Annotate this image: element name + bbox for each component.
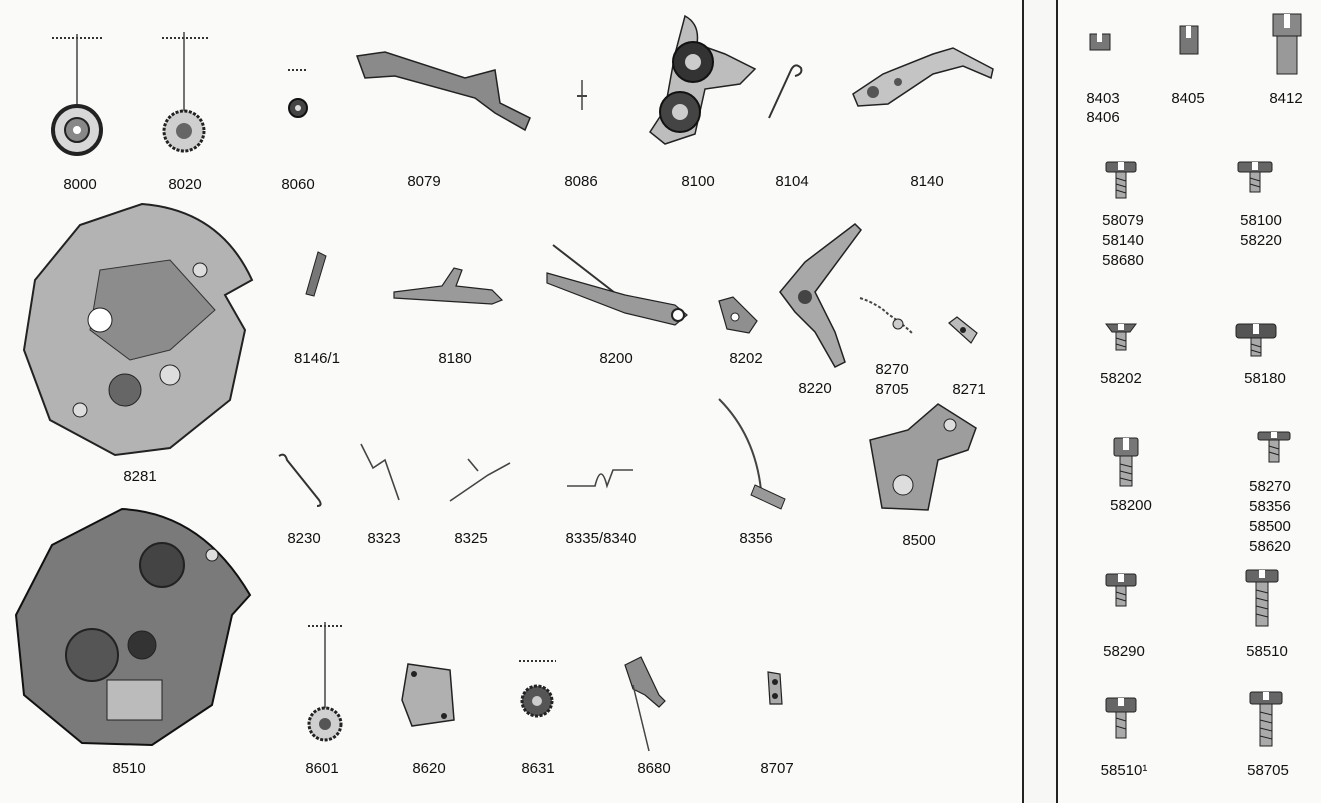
screw-58510-part [1244, 568, 1280, 628]
part-label: 8680 [637, 760, 671, 777]
spring-8325-part [448, 455, 513, 505]
spring-8270-part [858, 294, 918, 339]
escape-wheel-part [150, 28, 220, 158]
screw-label: 8412 [1269, 90, 1303, 107]
screw-label: 58140 [1102, 232, 1144, 249]
pin-8086-part [572, 78, 592, 113]
lever-8079-part [355, 48, 535, 133]
screw-58270-part [1256, 428, 1292, 464]
bridge-8500-part [868, 400, 983, 515]
part-label: 8270 [875, 361, 909, 378]
screw-label: 58290 [1103, 643, 1145, 660]
part-label: 8146/1 [294, 350, 340, 367]
panel-divider-left [1022, 0, 1024, 803]
wheel-8601-part [300, 618, 350, 748]
screw-label: 8406 [1086, 109, 1120, 126]
part-label: 8271 [952, 381, 986, 398]
part-label: 8020 [168, 176, 202, 193]
main-plate-8281-part [20, 200, 265, 460]
balance-wheel-part [42, 30, 112, 156]
spring-8356-part [715, 395, 795, 515]
screw-label: 58510 [1246, 643, 1288, 660]
part-label: 8705 [875, 381, 909, 398]
part-8707 [760, 668, 790, 708]
part-label: 8100 [681, 173, 715, 190]
screw-8403-part [1088, 30, 1112, 54]
part-8271 [945, 315, 980, 345]
lever-8680-part [615, 655, 675, 755]
part-label: 8323 [367, 530, 401, 547]
panel-divider-right [1056, 0, 1058, 803]
lever-8180-part [392, 262, 507, 307]
yoke-8220-part [775, 222, 865, 372]
screws-side-panel [1058, 0, 1321, 803]
part-label: 8335/8340 [565, 530, 637, 547]
screw-label: 58680 [1102, 252, 1144, 269]
screw-58202-part [1104, 320, 1138, 352]
wheel-bridge-8100-part [645, 14, 760, 149]
part-label: 8140 [910, 173, 944, 190]
part-label: 8707 [760, 760, 794, 777]
part-label: 8601 [305, 760, 339, 777]
part-label: 8060 [281, 176, 315, 193]
part-8202 [715, 295, 760, 335]
part-label: 8086 [564, 173, 598, 190]
small-wheel-part [283, 62, 313, 122]
screw-label: 58510¹ [1100, 762, 1148, 779]
screw-58200-part [1112, 436, 1140, 488]
screw-58705-part [1248, 690, 1284, 748]
part-label: 8281 [123, 468, 157, 485]
spring-8104-part [765, 60, 805, 120]
screw-58100-part [1236, 158, 1274, 194]
screw-label: 58270 [1249, 478, 1291, 495]
screw-58180-part [1234, 320, 1278, 358]
part-label: 8356 [739, 530, 773, 547]
screw-label: 58079 [1102, 212, 1144, 229]
screw-label: 8405 [1171, 90, 1205, 107]
lever-8140-part [843, 44, 998, 114]
part-label: 8620 [412, 760, 446, 777]
spring-8323-part [355, 440, 405, 505]
part-label: 8079 [407, 173, 441, 190]
lever-8200-part [545, 243, 695, 328]
screw-label: 58220 [1240, 232, 1282, 249]
screw-58079-part [1104, 158, 1138, 200]
screw-58510-alt-part [1104, 696, 1138, 740]
part-label: 8325 [454, 530, 488, 547]
screw-label: 58620 [1249, 538, 1291, 555]
part-label: 8510 [112, 760, 146, 777]
part-label: 8500 [902, 532, 936, 549]
part-label: 8104 [775, 173, 809, 190]
part-label: 8202 [729, 350, 763, 367]
screw-label: 58202 [1100, 370, 1142, 387]
part-label: 8200 [599, 350, 633, 367]
part-label: 8220 [798, 380, 832, 397]
screw-label: 58500 [1249, 518, 1291, 535]
screw-8412-part [1270, 12, 1304, 76]
part-label: 8631 [521, 760, 555, 777]
screw-label: 58200 [1110, 497, 1152, 514]
screw-label: 58356 [1249, 498, 1291, 515]
movement-8510-part [12, 505, 252, 750]
screw-label: 58100 [1240, 212, 1282, 229]
screw-label: 58705 [1247, 762, 1289, 779]
part-label: 8000 [63, 176, 97, 193]
screw-label: 58180 [1244, 370, 1286, 387]
screw-label: 8403 [1086, 90, 1120, 107]
bridge-8620-part [398, 660, 458, 730]
wheel-8631-part [515, 655, 560, 720]
part-label: 8180 [438, 350, 472, 367]
part-label: 8230 [287, 530, 321, 547]
screw-58290-part [1104, 572, 1138, 608]
screw-8405-part [1176, 24, 1202, 56]
spring-8230-part [273, 450, 328, 510]
spring-8335-part [565, 460, 635, 495]
part-8146-1 [300, 250, 330, 300]
